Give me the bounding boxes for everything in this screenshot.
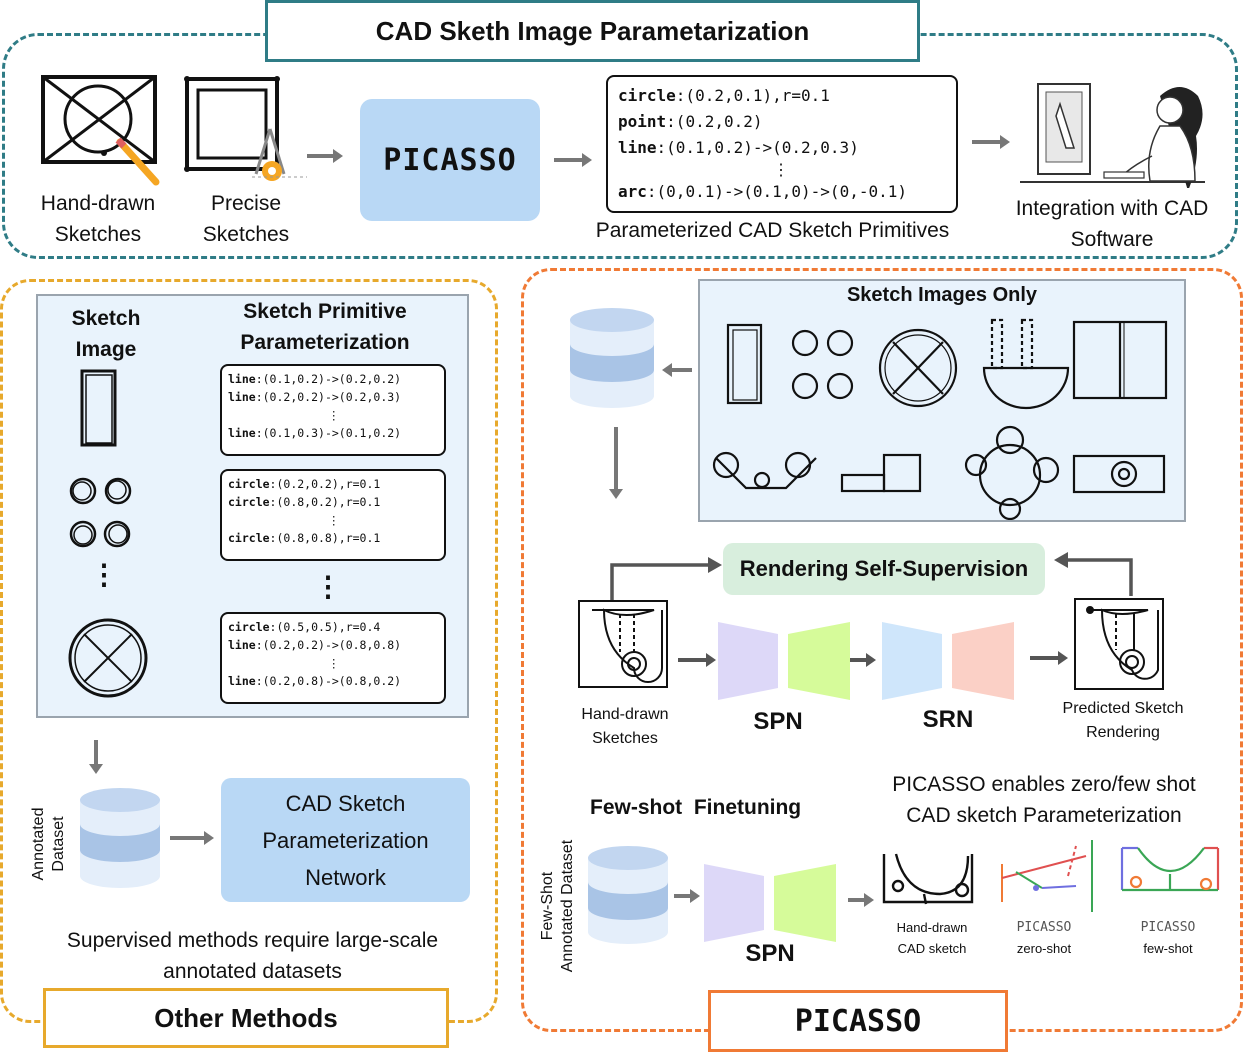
page-title: CAD Sketh Image Parametarization (265, 0, 920, 62)
arrow-right-icon (307, 149, 343, 163)
arrow-right-icon (170, 831, 214, 845)
arrow-right-icon (678, 653, 716, 667)
spn-label: SPN (745, 940, 795, 967)
arrow-right-icon (1030, 651, 1068, 665)
arrow-left-icon (662, 363, 692, 377)
srn-label: SRN (922, 706, 974, 733)
picasso-model-box: PICASSO (360, 99, 540, 221)
spn-encoder-decoder (704, 864, 836, 942)
ellipsis-dots: ⋮ (90, 559, 118, 590)
parameterized-primitives-box: circle:(0.2,0.1),r=0.1 point:(0.2,0.2) l… (606, 75, 958, 213)
primitive-block: circle:(0.5,0.5),r=0.4 line:(0.2,0.2)->(… (220, 612, 446, 704)
feedback-arrow-icon (610, 557, 722, 600)
picasso-label: PICASSO (708, 990, 1008, 1052)
arrow-down-icon (609, 427, 623, 499)
arrow-right-icon (554, 153, 592, 167)
ellipsis-dots: ⋮ (314, 571, 342, 602)
hand-drawn-cad-example (882, 853, 974, 905)
spn-encoder-decoder (718, 622, 850, 700)
srn-encoder-decoder (882, 622, 1014, 700)
arrow-right-icon (850, 653, 876, 667)
predicted-rendering-sketch (1074, 598, 1164, 690)
rendering-self-supervision-box: Rendering Self-Supervision (723, 543, 1045, 595)
sketch-gallery (712, 318, 1168, 520)
database-icon (588, 846, 668, 944)
hand-drawn-input-sketch (578, 600, 668, 688)
spn-label: SPN (753, 708, 803, 735)
arrow-right-icon (972, 135, 1010, 149)
precise-sketch-illustration (184, 76, 307, 181)
hand-drawn-sketch-illustration (41, 75, 160, 186)
four-circles-sketch (69, 477, 132, 548)
cad-user-illustration (1020, 83, 1205, 188)
crossed-circle-sketch (68, 618, 148, 698)
primitive-block: circle:(0.2,0.2),r=0.1 circle:(0.8,0.2),… (220, 469, 446, 561)
primitive-block: line:(0.1,0.2)->(0.2,0.2) line:(0.2,0.2)… (220, 364, 446, 456)
arrow-right-icon (674, 889, 700, 903)
arrow-right-icon (848, 893, 874, 907)
sketch-images-only-title: Sketch Images Only (846, 284, 1038, 306)
database-icon (80, 788, 160, 888)
other-methods-label: Other Methods (43, 988, 449, 1048)
feedback-arrow-icon (1054, 552, 1133, 596)
few-shot-finetuning-title: Few-shot Finetuning (590, 796, 802, 819)
zero-shot-result-example (1001, 840, 1093, 912)
database-icon (570, 308, 654, 408)
primitives-caption: Parameterized CAD Sketch Primitives (595, 219, 950, 242)
few-shot-result-example (1120, 846, 1220, 892)
sketch-images-only-panel (698, 279, 1186, 522)
arrow-down-icon (89, 740, 103, 774)
rectangle-sketch (80, 369, 117, 447)
